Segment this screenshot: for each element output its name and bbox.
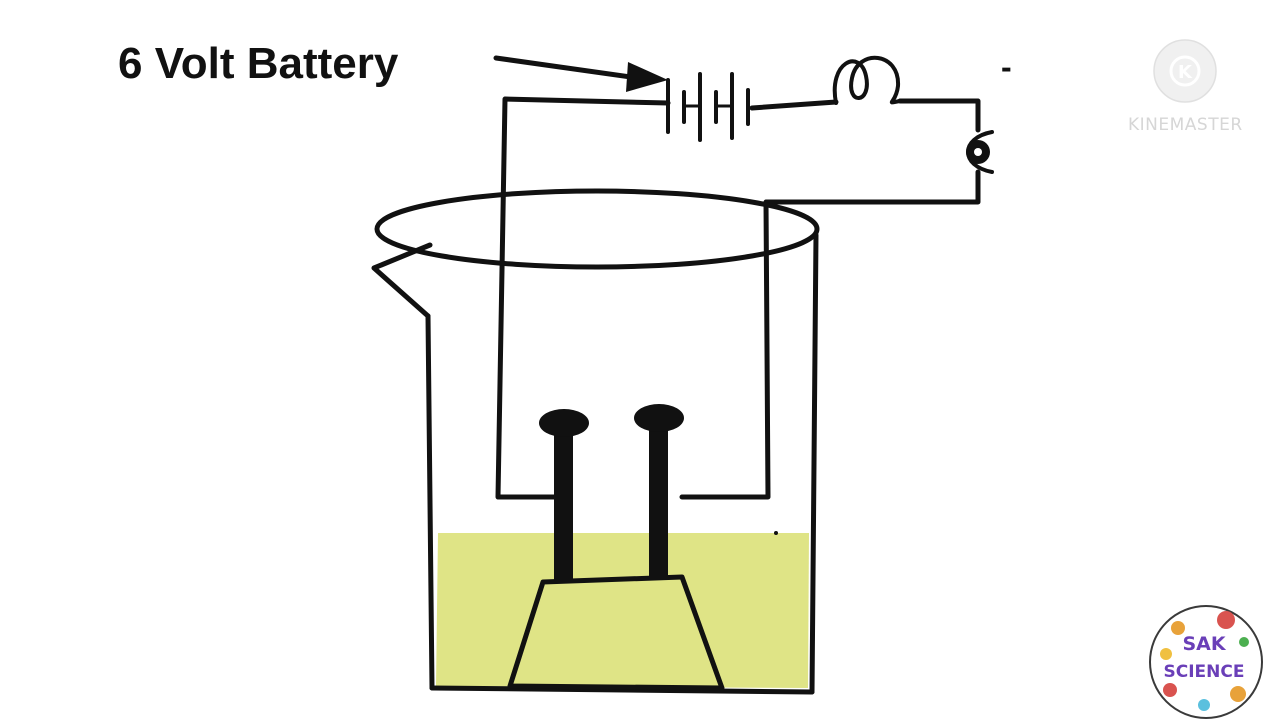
logo-line-science: SCIENCE <box>1164 662 1245 682</box>
electrode-right <box>634 404 684 580</box>
circuit-wire <box>495 96 981 500</box>
kinemaster-icon-letter: K <box>1178 62 1193 83</box>
kinemaster-watermark: K KINEMASTER <box>1128 39 1243 135</box>
sak-science-logo: SAK SCIENCE <box>1149 605 1263 719</box>
battery-symbol <box>666 72 750 142</box>
electrode-left <box>539 409 589 582</box>
switch-symbol <box>966 130 994 174</box>
kinemaster-logo-icon <box>1153 39 1217 103</box>
battery-label: 6 Volt Battery <box>118 39 399 88</box>
ink-dot <box>774 531 778 535</box>
kinemaster-text: KINEMASTER <box>1128 115 1243 135</box>
beaker <box>371 188 820 695</box>
bulb-symbol <box>832 55 902 105</box>
rubber-stopper <box>507 574 725 691</box>
logo-line-sak: SAK <box>1182 633 1226 655</box>
minus-sign: - <box>1001 49 1012 85</box>
pointer-arrow <box>493 55 668 92</box>
